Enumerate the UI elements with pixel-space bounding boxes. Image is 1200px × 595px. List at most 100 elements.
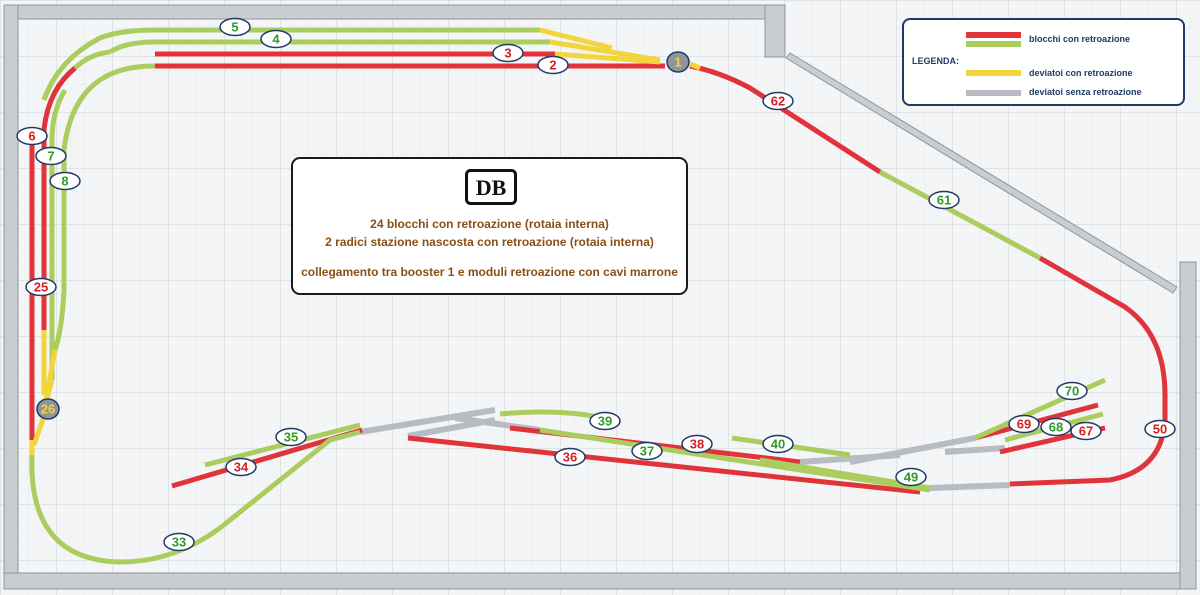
block-number-69: 69 — [1017, 417, 1031, 432]
block-number-49: 49 — [904, 470, 918, 485]
turnout-gray-1 — [359, 407, 496, 435]
track-block-35 — [204, 422, 361, 468]
block-oval-6 — [16, 126, 48, 146]
block-oval-68 — [1040, 417, 1072, 437]
legend-swatch-red — [966, 32, 1021, 38]
block-label-6: 6 — [16, 126, 48, 146]
block-number-6: 6 — [28, 129, 35, 144]
track-block-2-green — [98, 63, 156, 83]
block-label-26: 26 — [36, 398, 60, 420]
block-number-3: 3 — [504, 46, 511, 61]
block-number-50: 50 — [1153, 422, 1167, 437]
wall-bottom — [3, 572, 1197, 590]
track-block-50 — [1009, 255, 1168, 487]
block-label-40: 40 — [762, 434, 794, 454]
legend-swatch-gray — [966, 90, 1021, 96]
turnout-yellow-1 — [539, 27, 613, 51]
block-oval-50 — [1144, 419, 1176, 439]
wall-right — [1179, 261, 1197, 590]
block-oval-7 — [35, 146, 67, 166]
block-oval-61 — [928, 190, 960, 210]
block-oval-67 — [1070, 421, 1102, 441]
info-line-1: 24 blocchi con retroazione (rotaia inter… — [370, 217, 609, 231]
info-line-2: 2 radici stazione nascosta con retroazio… — [325, 235, 654, 249]
block-oval-35 — [275, 427, 307, 447]
block-oval-25 — [25, 277, 57, 297]
block-label-3: 3 — [492, 43, 524, 63]
block-number-26: 26 — [41, 402, 55, 417]
block-label-34: 34 — [225, 457, 257, 477]
block-oval-34 — [225, 457, 257, 477]
track-block-5 — [99, 27, 540, 41]
block-number-1: 1 — [674, 55, 681, 70]
block-oval-70 — [1056, 381, 1088, 401]
block-label-69: 69 — [1008, 414, 1040, 434]
tracks-green — [29, 27, 1107, 565]
legend-swatch-green — [966, 41, 1021, 47]
block-label-5: 5 — [219, 17, 251, 37]
block-label-4: 4 — [260, 29, 292, 49]
block-oval-8 — [49, 171, 81, 191]
block-number-25: 25 — [34, 280, 48, 295]
block-label-49: 49 — [895, 467, 927, 487]
legend-item-plain-turnouts: deviatoi senza retroazione — [1029, 87, 1142, 97]
block-oval-36 — [554, 447, 586, 467]
track-block-3-green — [73, 49, 111, 70]
block-label-2: 2 — [537, 55, 569, 75]
block-label-35: 35 — [275, 427, 307, 447]
wall-top-left — [3, 4, 778, 20]
legend-item-feedback-turnouts: deviatoi con retroazione — [1029, 68, 1133, 78]
track-block-6 — [41, 66, 77, 330]
wall-pillar — [764, 4, 786, 58]
block-oval-33 — [163, 532, 195, 552]
block-label-61: 61 — [928, 190, 960, 210]
turnout-yellow-3 — [554, 51, 661, 65]
block-number-37: 37 — [640, 444, 654, 459]
track-block-33 — [29, 429, 361, 565]
block-number-4: 4 — [272, 32, 280, 47]
track-block-61 — [878, 169, 1042, 261]
legend-title: LEGENDA: — [912, 56, 959, 66]
block-number-34: 34 — [234, 460, 249, 475]
legend-swatch-yellow — [966, 70, 1021, 76]
turnout-yellow-7 — [43, 349, 58, 401]
block-oval-69 — [1008, 414, 1040, 434]
block-label-25: 25 — [25, 277, 57, 297]
block-number-5: 5 — [231, 20, 238, 35]
block-oval-26 — [36, 398, 60, 420]
block-number-35: 35 — [284, 430, 298, 445]
block-label-33: 33 — [163, 532, 195, 552]
track-block-7 — [49, 88, 68, 380]
room-walls — [3, 4, 1197, 590]
block-oval-39 — [589, 411, 621, 431]
block-label-38: 38 — [681, 434, 713, 454]
block-oval-1 — [666, 51, 690, 73]
wall-diagonal — [785, 52, 1178, 294]
block-oval-3 — [492, 43, 524, 63]
block-number-67: 67 — [1079, 424, 1093, 439]
track-block-8 — [52, 77, 102, 351]
block-number-38: 38 — [690, 437, 704, 452]
block-number-33: 33 — [172, 535, 186, 550]
block-label-37: 37 — [631, 441, 663, 461]
block-number-61: 61 — [937, 193, 951, 208]
block-oval-2 — [537, 55, 569, 75]
track-block-37 — [539, 427, 931, 493]
block-number-8: 8 — [61, 174, 68, 189]
block-number-40: 40 — [771, 437, 785, 452]
turnout-yellow-4 — [689, 61, 701, 71]
block-oval-4 — [260, 29, 292, 49]
block-number-70: 70 — [1065, 384, 1079, 399]
turnout-gray-5 — [849, 435, 976, 465]
block-oval-40 — [762, 434, 794, 454]
turnout-gray-7 — [944, 445, 1006, 455]
block-label-39: 39 — [589, 411, 621, 431]
block-number-39: 39 — [598, 414, 612, 429]
block-number-2: 2 — [549, 58, 556, 73]
block-oval-62 — [762, 91, 794, 111]
db-logo: DB — [465, 169, 517, 205]
legend-item-blocks: blocchi con retroazione — [1029, 34, 1131, 44]
legend: LEGENDA: blocchi con retroazione deviato… — [902, 18, 1185, 106]
